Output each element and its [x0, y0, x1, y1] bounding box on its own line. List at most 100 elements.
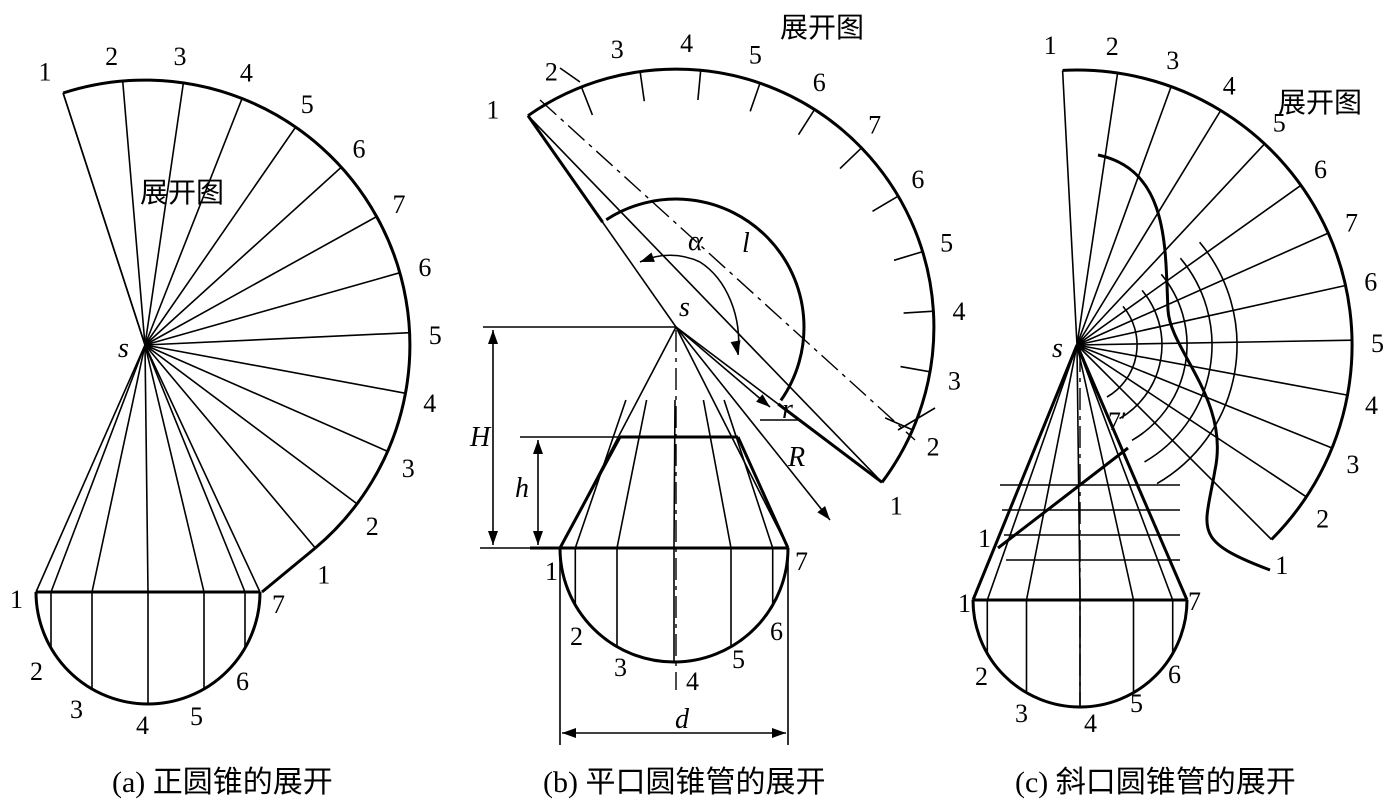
- panel-c-cut-label-7p: 7′: [1108, 407, 1127, 436]
- panel-c-base-label-4: 5: [1130, 689, 1143, 718]
- panel-c-cone-generator-4: [1076, 344, 1135, 601]
- panel-c-arc-label-12: 1: [1275, 551, 1288, 580]
- panel-c-right-side: [1075, 344, 1189, 601]
- dim-R-arrow: [817, 506, 830, 520]
- panel-a-cone-generator-5: [144, 344, 246, 593]
- panel-b-arc-label-3: 4: [680, 29, 693, 58]
- panel-a-arc-label-12: 1: [317, 560, 330, 589]
- panel-c-generator-11: [1076, 344, 1307, 498]
- panel-c-arc-label-9: 4: [1365, 391, 1378, 420]
- panel-a-base-label-5: 6: [236, 667, 249, 696]
- panel-b-tick-7: [872, 195, 899, 212]
- panel-b-tick-2: [639, 71, 646, 102]
- panel-c-generator-12: [1076, 344, 1273, 541]
- panel-a-base-label-6: 7: [272, 590, 285, 619]
- panel-c-cut-curve: [1097, 153, 1271, 572]
- panel-c-arc-label-7: 6: [1364, 268, 1377, 297]
- panel-b-arc-label-10: 3: [948, 366, 961, 395]
- panel-b-arc-label-11: 2: [927, 433, 940, 462]
- panel-c-generator-7: [1076, 284, 1346, 346]
- dim-H-arrow-top: [488, 330, 498, 344]
- panel-c-generator-5: [1076, 184, 1302, 346]
- panel-a-generator-5: [144, 166, 342, 346]
- panel-a-title: 展开图: [140, 178, 224, 209]
- panel-b-l-arrow-head: [897, 407, 936, 431]
- panel-c-generator-8: [1076, 339, 1353, 346]
- panel-a-base-label-4: 5: [190, 702, 203, 731]
- panel-a-edge-line-top: [62, 92, 146, 346]
- panel-b-tick-4: [749, 82, 761, 112]
- panel-a-cone-generator-0: [35, 344, 146, 593]
- panel-c-generator-3: [1076, 110, 1222, 346]
- dim-d-arrow-right: [772, 728, 786, 738]
- panel-a-generator-4: [144, 126, 297, 346]
- panel-a-cone-generator-3: [144, 344, 149, 593]
- panel-a-cone-generator-2: [91, 344, 146, 593]
- panel-c-projection-arc-3: [1144, 257, 1213, 463]
- panel-b-base-label-5: 6: [770, 617, 783, 646]
- panel-a-cone-generator-1: [50, 344, 146, 593]
- panel-c-projection-arc-0: [1106, 305, 1138, 398]
- panel-a-cone-generator-6: [144, 344, 261, 593]
- panel-b-arc-label-1: 2: [545, 58, 558, 87]
- panel-c-arc-label-1: 2: [1106, 32, 1119, 61]
- panel-c-cone-generator-1: [986, 344, 1078, 601]
- panel-b-arc-label-5: 6: [813, 68, 826, 97]
- panel-b-arc-label-2: 3: [611, 35, 624, 64]
- panel-b-tick-3: [697, 70, 702, 101]
- panel-b-arc-label-7: 6: [911, 165, 924, 194]
- panel-b-caption: (b) 平口圆锥管的展开: [543, 766, 825, 799]
- panel-b-tick-11: [884, 417, 913, 431]
- angle-alpha-label: α: [688, 226, 704, 257]
- panel-a-arc-label-11: 2: [366, 512, 379, 541]
- panel-a-base-label-2: 3: [70, 695, 83, 724]
- panel-a-cone-generator-4: [144, 344, 205, 593]
- panel-b-arc-label-8: 5: [940, 228, 953, 257]
- panel-c-arc-label-5: 6: [1314, 155, 1327, 184]
- panel-c-projection-arc-1: [1119, 289, 1163, 420]
- dim-d-arrow-left: [562, 728, 576, 738]
- panel-b-cone-generator-1: [574, 399, 627, 549]
- panel-b-base-labels: 1 2 3 4 56 7: [545, 547, 808, 696]
- panel-b-cone-generator-3: [673, 399, 676, 549]
- panel-a-edge-line-bottom: [261, 546, 317, 594]
- panel-b-base-label-3: 4: [686, 667, 699, 696]
- panel-c-projection-arc-2: [1131, 273, 1188, 441]
- panel-a-arc-label-0: 1: [39, 58, 52, 87]
- panel-a-arc-label-9: 4: [423, 389, 436, 418]
- alpha-arrow-left: [640, 252, 655, 262]
- panel-c-cone-generator-5: [1076, 344, 1174, 601]
- panel-c-arc-label-8: 5: [1371, 329, 1384, 358]
- panel-c-cone-generator-2: [1025, 344, 1078, 601]
- panel-b-base-label-1: 2: [570, 622, 583, 651]
- panel-c-generator-1: [1076, 72, 1119, 346]
- panel-c-generator-6: [1076, 232, 1329, 346]
- panel-a-caption: (a) 正圆锥的展开: [112, 766, 333, 799]
- panel-c-base-label-0: 1: [958, 589, 971, 618]
- panel-c-generator-9: [1076, 344, 1348, 396]
- panel-b-base-label-6: 7: [795, 547, 808, 576]
- panel-b-l-arrow-tail: [559, 67, 581, 83]
- panel-b-base-label-2: 3: [614, 653, 627, 682]
- panel-b-apex-label: s: [679, 292, 690, 323]
- dim-h-arrow-bottom: [533, 531, 543, 545]
- panel-a-arc-label-4: 5: [301, 90, 314, 119]
- panel-c-title: 展开图: [1278, 88, 1362, 119]
- panel-b-base-label-0: 1: [545, 557, 558, 586]
- panel-b-base-label-4: 5: [732, 645, 745, 674]
- panel-b-dimension-lines: [480, 252, 831, 745]
- panel-a-generator-8: [144, 331, 410, 346]
- panel-a-generator-lines: [62, 80, 410, 549]
- dim-r-line: [675, 326, 771, 408]
- dim-r-arrow: [756, 394, 770, 407]
- panel-c-generator-0: [1061, 70, 1078, 346]
- panel-c-generator-lines: [1061, 70, 1353, 541]
- panel-b-inner-arc-r: [605, 197, 806, 402]
- panel-b-alpha-arc-right: [699, 261, 740, 356]
- panel-c-arc-label-4: 5: [1273, 109, 1286, 138]
- panel-a-generator-7: [144, 271, 401, 346]
